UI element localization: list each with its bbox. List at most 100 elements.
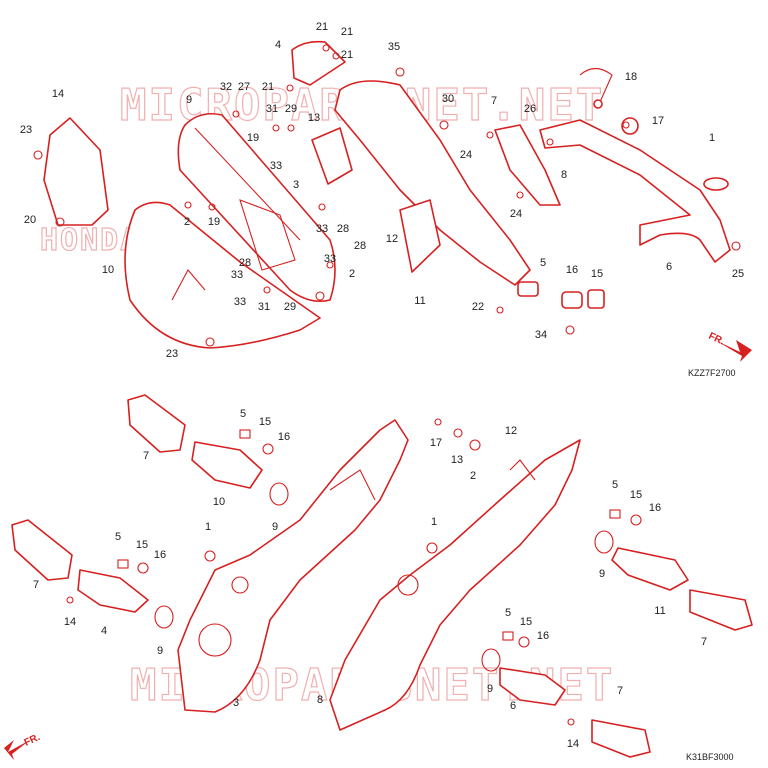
callout-7: 7 — [701, 636, 707, 648]
pipe-end-1 — [703, 177, 729, 191]
callout-30: 30 — [442, 93, 454, 105]
callout-15: 15 — [259, 416, 271, 428]
step-holder-8 — [329, 439, 581, 731]
callout-14: 14 — [64, 616, 76, 628]
callout-15: 15 — [136, 539, 148, 551]
diagram-code-bottom: K31BF3000 — [686, 752, 734, 762]
callout-23: 23 — [166, 348, 178, 360]
callout-5: 5 — [115, 531, 121, 543]
callout-26: 26 — [524, 103, 536, 115]
bolt-set — [33, 44, 741, 347]
callout-16: 16 — [649, 502, 661, 514]
callout-3: 3 — [293, 179, 299, 191]
callout-16: 16 — [154, 549, 166, 561]
muffler-cover-10 — [124, 201, 321, 349]
callout-4: 4 — [101, 625, 107, 637]
callout-19: 19 — [247, 132, 259, 144]
callout-9: 9 — [599, 568, 605, 580]
callout-5: 5 — [540, 257, 546, 269]
fr-label-bottom: FR. — [23, 732, 42, 749]
bracket-7 — [494, 124, 561, 206]
heat-shield-4 — [291, 40, 346, 86]
callout-14: 14 — [52, 88, 64, 100]
callout-7: 7 — [491, 95, 497, 107]
callout-9: 9 — [272, 521, 278, 533]
diagram-code-top: KZZ7F2700 — [688, 368, 736, 378]
protector-11 — [399, 199, 441, 273]
washer-set-9 — [154, 482, 614, 672]
callout-15: 15 — [591, 268, 603, 280]
callout-7: 7 — [143, 450, 149, 462]
callout-21: 21 — [262, 81, 274, 93]
collar-16 — [561, 291, 583, 309]
step-arm-6 — [499, 667, 566, 706]
callout-24: 24 — [510, 208, 522, 220]
callout-28: 28 — [337, 223, 349, 235]
callout-28: 28 — [354, 240, 366, 252]
fr-arrow-bottom: FR. — [4, 732, 42, 760]
callout-29: 29 — [285, 103, 297, 115]
callout-5: 5 — [240, 408, 246, 420]
callout-13: 13 — [451, 454, 463, 466]
callout-15: 15 — [520, 616, 532, 628]
callout-10: 10 — [102, 264, 114, 276]
callout-17: 17 — [430, 437, 442, 449]
callout-19: 19 — [208, 216, 220, 228]
callout-33: 33 — [324, 253, 336, 265]
step-arm-11 — [611, 547, 689, 591]
callout-35: 35 — [388, 41, 400, 53]
callout-31: 31 — [266, 103, 278, 115]
callout-33: 33 — [231, 269, 243, 281]
callout-12: 12 — [505, 425, 517, 437]
callout-14: 14 — [567, 738, 579, 750]
callout-10: 10 — [213, 496, 225, 508]
callout-6: 6 — [510, 700, 516, 712]
callout-29: 29 — [284, 301, 296, 313]
gasket-13 — [311, 127, 353, 185]
step-arm-4 — [77, 569, 149, 613]
footpeg-7-right-top — [689, 589, 753, 631]
callout-15: 15 — [630, 489, 642, 501]
callout-33: 33 — [270, 160, 282, 172]
callout-4: 4 — [275, 39, 281, 51]
step-holder-3 — [177, 419, 409, 713]
callout-18: 18 — [625, 71, 637, 83]
pin-and-clip-set — [66, 418, 642, 726]
callout-6: 6 — [666, 261, 672, 273]
fr-label-top: FR. — [707, 331, 726, 348]
o2-sensor-18 — [579, 67, 613, 103]
callout-16: 16 — [278, 431, 290, 443]
watermark-brand: HONDA — [40, 223, 140, 258]
step-arm-10 — [191, 441, 263, 489]
callout-8: 8 — [561, 169, 567, 181]
callout-33: 33 — [234, 296, 246, 308]
callout-12: 12 — [386, 233, 398, 245]
clamp-15 — [587, 289, 605, 309]
callout-24: 24 — [460, 149, 472, 161]
callout-2: 2 — [184, 216, 190, 228]
callout-11: 11 — [414, 295, 425, 307]
callout-5: 5 — [505, 607, 511, 619]
footpeg-7-right-bottom — [591, 719, 651, 758]
callout-34: 34 — [535, 329, 547, 341]
callout-1: 1 — [205, 521, 211, 533]
callout-2: 2 — [470, 470, 476, 482]
step-assembly: FR. K31BF3000 — [4, 394, 753, 762]
exhaust-pipe-6 — [539, 119, 731, 263]
joint-5 — [517, 281, 539, 297]
fr-arrow-top: FR. — [707, 331, 752, 362]
callout-13: 13 — [308, 112, 320, 124]
callout-9: 9 — [487, 683, 493, 695]
callout-21: 21 — [341, 49, 353, 61]
callout-23: 23 — [20, 124, 32, 136]
callout-16: 16 — [537, 630, 549, 642]
callout-1: 1 — [709, 132, 715, 144]
callout-17: 17 — [652, 115, 664, 127]
callout-11: 11 — [654, 605, 665, 617]
callout-28: 28 — [239, 257, 251, 269]
callout-7: 7 — [617, 685, 623, 697]
callout-5: 5 — [612, 479, 618, 491]
callout-31: 31 — [258, 301, 270, 313]
